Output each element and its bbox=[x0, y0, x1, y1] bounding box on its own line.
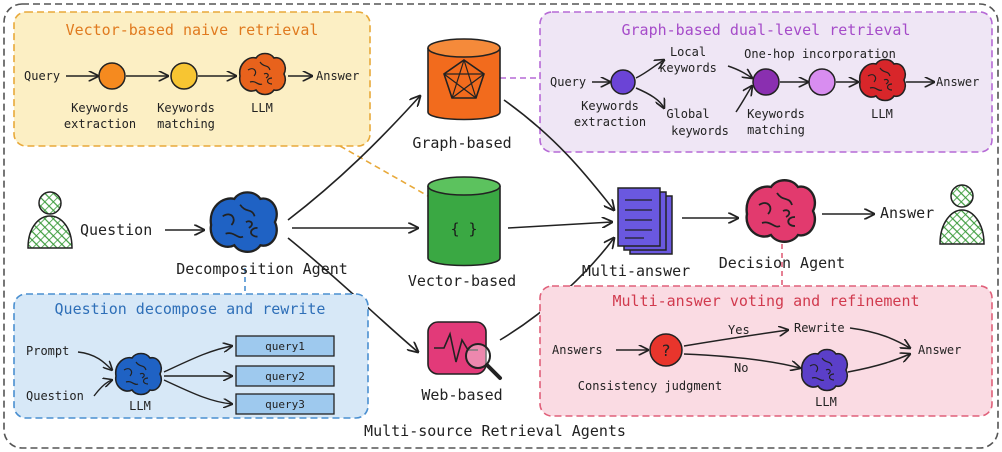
prompt-arrow bbox=[77, 351, 112, 370]
voting-llm-brain-icon bbox=[800, 348, 849, 392]
vector-kw-extraction-1: Keywords bbox=[71, 101, 129, 115]
vector-db-label: Vector-based bbox=[408, 272, 516, 290]
graph-kw-matching-2: matching bbox=[747, 123, 805, 137]
voting-answer-label: Answer bbox=[918, 343, 961, 357]
graph-matching-node bbox=[752, 68, 780, 96]
voting-llm-label: LLM bbox=[815, 395, 837, 409]
graph-answer-label: Answer bbox=[936, 75, 979, 89]
query3-arrow bbox=[163, 379, 232, 404]
decomposition-brain-icon bbox=[209, 191, 278, 253]
final-answer-label: Answer bbox=[880, 204, 934, 222]
graph-kw-matching-1: Keywords bbox=[747, 107, 805, 121]
query3-label: query3 bbox=[265, 398, 305, 411]
vector-kw-extraction-2: extraction bbox=[64, 117, 136, 131]
query3-box bbox=[235, 393, 335, 415]
user-left-icon bbox=[27, 191, 73, 249]
no-arrow bbox=[683, 353, 800, 368]
llm-to-answer-arrow bbox=[847, 354, 910, 373]
vector-query-label: Query bbox=[24, 69, 60, 83]
user-right-icon bbox=[939, 184, 985, 245]
decompose-question-label: Question bbox=[26, 389, 84, 403]
yes-arrow bbox=[683, 330, 788, 347]
vector-connector bbox=[339, 145, 429, 197]
vector-extraction-node bbox=[98, 62, 126, 90]
query1-arrow bbox=[163, 346, 232, 373]
decompose-panel-title: Question decompose and rewrite bbox=[55, 300, 326, 318]
consistency-node bbox=[649, 333, 683, 367]
vector-llm-label: LLM bbox=[251, 101, 273, 115]
graph-llm-label: LLM bbox=[871, 107, 893, 121]
query1-label: query1 bbox=[265, 340, 305, 353]
graph-extraction-node bbox=[610, 69, 636, 95]
no-label: No bbox=[734, 361, 748, 375]
graph-arrow-merge-2 bbox=[735, 86, 752, 113]
graph-panel: Graph-based dual-level retrieval Query L… bbox=[539, 11, 993, 153]
graph-arrow-local bbox=[635, 60, 664, 79]
graph-panel-title: Graph-based dual-level retrieval bbox=[622, 21, 911, 39]
query2-box bbox=[235, 365, 335, 387]
yes-label: Yes bbox=[728, 323, 750, 337]
graph-kw-extraction-1: Keywords bbox=[581, 99, 639, 113]
graph-local-kw-2: keywords bbox=[659, 61, 717, 75]
center-flow: Question Decomposition Agent Graph-based… bbox=[27, 38, 985, 404]
voting-panel-box bbox=[539, 285, 993, 417]
decomposition-label: Decomposition Agent bbox=[176, 260, 348, 278]
outer-caption: Multi-source Retrieval Agents bbox=[364, 422, 626, 440]
multi-answer-label: Multi-answer bbox=[582, 262, 690, 280]
decompose-llm-brain-icon bbox=[114, 352, 163, 396]
voting-panel-title: Multi-answer voting and refinement bbox=[612, 292, 919, 310]
graph-onehop-node bbox=[808, 68, 836, 96]
vector-kw-matching-2: matching bbox=[157, 117, 215, 131]
graph-arrow-global bbox=[635, 87, 664, 108]
query2-label: query2 bbox=[265, 370, 305, 383]
vector-db-icon bbox=[427, 176, 501, 267]
graph-query-label: Query bbox=[550, 75, 586, 89]
graph-db-label: Graph-based bbox=[412, 134, 511, 152]
graph-global-kw-1: Global bbox=[666, 107, 709, 121]
vector-panel: Vector-based naive retrieval Query Answe… bbox=[13, 11, 371, 147]
graph-local-kw-1: Local bbox=[670, 45, 706, 59]
vector-to-multi-arrow bbox=[507, 222, 612, 229]
decompose-llm-label: LLM bbox=[129, 399, 151, 413]
vector-panel-title: Vector-based naive retrieval bbox=[66, 21, 319, 39]
vector-matching-node bbox=[170, 62, 198, 90]
multi-answer-docs-icon bbox=[617, 187, 673, 255]
graph-global-kw-2: keywords bbox=[671, 124, 729, 138]
vector-answer-label: Answer bbox=[316, 69, 359, 83]
question-arrow-small bbox=[93, 380, 112, 397]
graph-llm-brain-icon bbox=[858, 58, 907, 102]
decision-brain-icon bbox=[745, 179, 817, 243]
decision-label: Decision Agent bbox=[719, 254, 845, 272]
decompose-panel: Question decompose and rewrite Prompt Qu… bbox=[13, 293, 369, 419]
outer-container bbox=[3, 3, 999, 449]
graph-one-hop-label: One-hop incorporation bbox=[744, 47, 896, 61]
vector-kw-matching-1: Keywords bbox=[157, 101, 215, 115]
graph-to-multi-arrow bbox=[503, 99, 614, 210]
question-label: Question bbox=[80, 221, 152, 239]
web-db-label: Web-based bbox=[421, 386, 502, 404]
voting-answers-label: Answers bbox=[552, 343, 603, 357]
voting-panel: Multi-answer voting and refinement Answe… bbox=[539, 285, 993, 417]
rewrite-label: Rewrite bbox=[794, 321, 845, 335]
web-db-icon bbox=[427, 321, 502, 380]
decompose-prompt-label: Prompt bbox=[26, 344, 69, 358]
consistency-question-mark: ? bbox=[661, 341, 671, 360]
arrow-to-graph-db bbox=[287, 96, 420, 221]
vector-db-glyph: { } bbox=[450, 220, 477, 238]
graph-db-icon bbox=[427, 38, 501, 121]
consistency-label: Consistency judgment bbox=[578, 379, 723, 393]
graph-kw-extraction-2: extraction bbox=[574, 115, 646, 129]
graph-arrow-merge-1 bbox=[727, 65, 752, 78]
vector-llm-brain-icon bbox=[238, 52, 287, 96]
query1-box bbox=[235, 335, 335, 357]
rewrite-to-answer-arrow bbox=[849, 327, 910, 348]
